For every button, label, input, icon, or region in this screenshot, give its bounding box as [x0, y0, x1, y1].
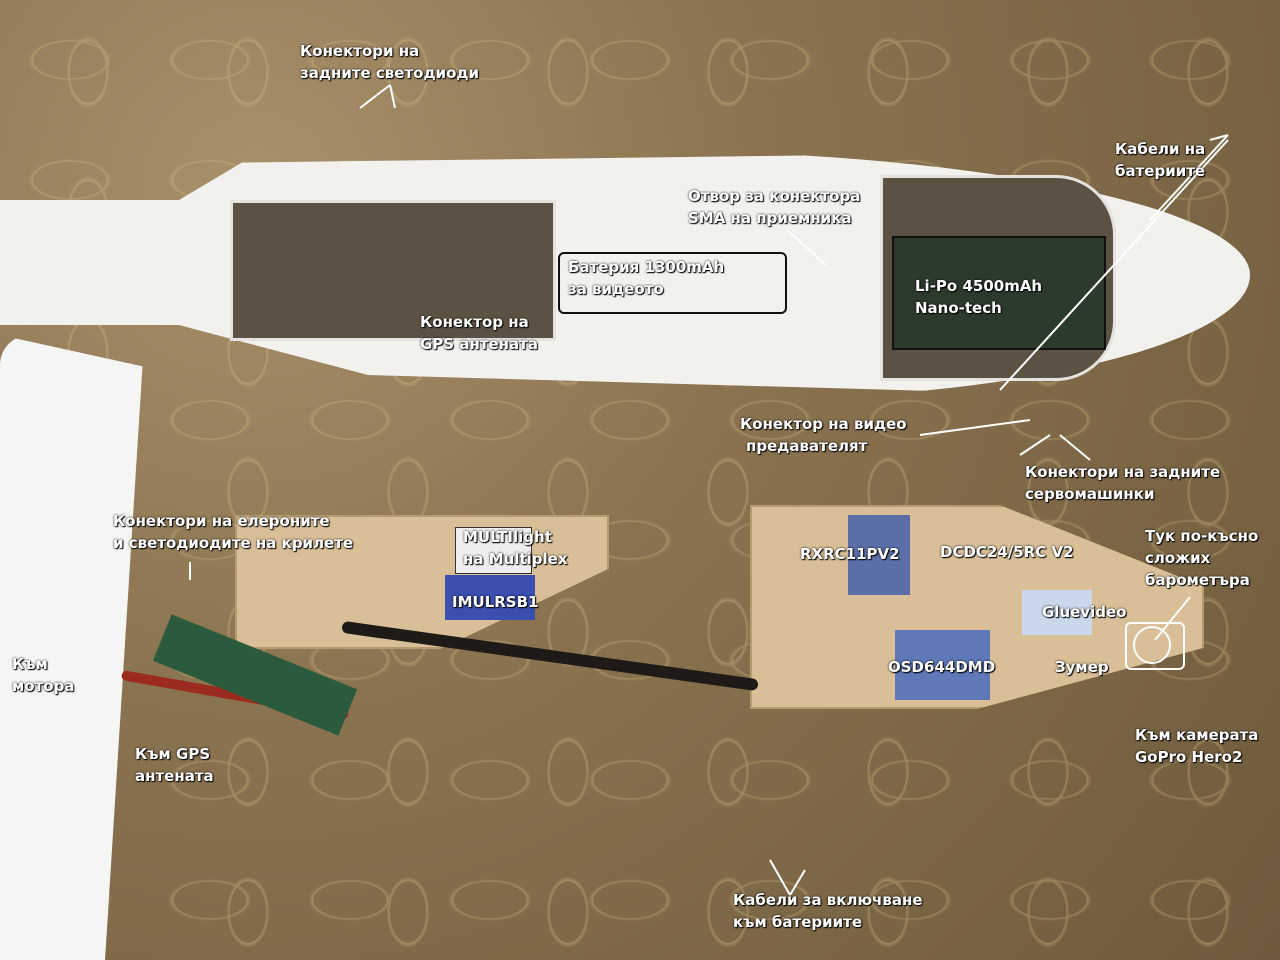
imu-module — [445, 575, 535, 620]
gluevideo-module — [1022, 590, 1092, 635]
label-osd: OSD644DMD — [888, 658, 996, 676]
lipo-battery — [892, 236, 1106, 350]
label-gluevideo: Gluevideo — [1042, 603, 1127, 621]
multilight-module — [455, 527, 532, 574]
rear-bay — [230, 200, 556, 341]
label-imu: IMULRSB1 — [452, 593, 539, 611]
label-buzzer: Зумер — [1055, 658, 1109, 676]
label-dcdc: DCDC24/5RC V2 — [940, 543, 1074, 561]
osd-module — [895, 630, 990, 700]
label-rxrc: RXRC11PV2 — [800, 545, 900, 563]
barometer-box — [1125, 622, 1185, 670]
video-battery-box — [558, 252, 787, 314]
rxrc-module — [848, 515, 910, 595]
